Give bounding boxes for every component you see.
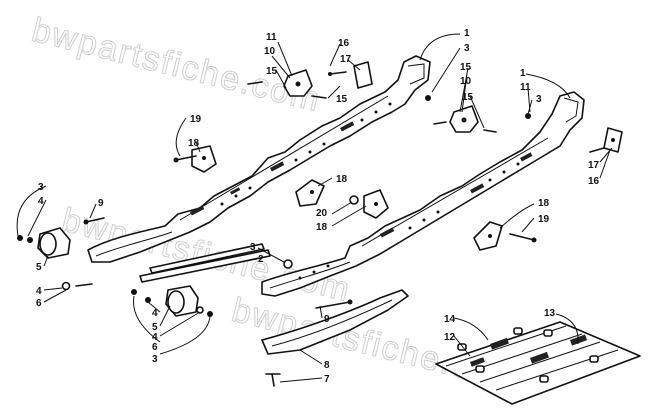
callout-label: 4 xyxy=(152,332,158,343)
callout-label: 3 xyxy=(152,354,158,365)
callout-label: 16 xyxy=(338,38,350,49)
shock-mount-right xyxy=(449,105,479,133)
stop-bracket-left xyxy=(353,61,373,89)
callout-label: 10 xyxy=(460,76,472,87)
callout-label: 2 xyxy=(258,254,264,265)
callout-label: 12 xyxy=(444,332,456,343)
mount-plate-3 xyxy=(363,189,389,219)
callout-label: 4 xyxy=(152,308,158,319)
callout-label: 17 xyxy=(340,54,352,65)
callout-label: 10 xyxy=(264,46,276,57)
callout-label: 4 xyxy=(38,196,44,207)
callout-label: 16 xyxy=(588,176,600,187)
callout-label: 3 xyxy=(536,94,542,105)
callout-label: 14 xyxy=(444,314,456,325)
callout-label: 20 xyxy=(316,208,328,219)
callout-label: 1 xyxy=(520,68,526,79)
callout-label: 6 xyxy=(152,342,158,353)
wear-strip xyxy=(261,289,409,355)
right-slide-rail xyxy=(261,91,585,297)
callout-label: 19 xyxy=(190,114,202,125)
callout-label: 15 xyxy=(460,62,472,73)
callout-label: 18 xyxy=(538,198,550,209)
callout-label: 5 xyxy=(36,262,42,273)
callout-label: 1 xyxy=(464,28,470,39)
callout-label: 4 xyxy=(36,286,42,297)
callout-label: 5 xyxy=(152,322,158,333)
callout-label: 11 xyxy=(520,82,531,93)
callout-label: 18 xyxy=(188,138,200,149)
callout-label: 8 xyxy=(324,360,330,371)
front-axle-housing xyxy=(37,227,71,259)
callout-label: 15 xyxy=(266,66,278,77)
callout-labels: 1 1 2 3 3 3 3 3 4 4 4 4 5 5 6 6 7 8 9 9 … xyxy=(36,28,600,385)
watermark-text: bwpartsfiche.com xyxy=(28,11,325,120)
callout-label: 3 xyxy=(38,182,44,193)
callout-label: 9 xyxy=(98,198,104,209)
callout-label: 13 xyxy=(544,308,556,319)
callout-label: 11 xyxy=(266,32,277,43)
callout-label: 17 xyxy=(588,160,600,171)
stop-bracket-right xyxy=(603,127,623,153)
callout-label: 15 xyxy=(336,94,348,105)
callout-label: 7 xyxy=(324,374,330,385)
rear-axle-housing xyxy=(165,285,199,317)
fasteners xyxy=(17,71,605,387)
callout-label: 9 xyxy=(324,314,330,325)
mount-plate-1 xyxy=(191,145,217,173)
callout-label: 6 xyxy=(36,298,42,309)
mount-plate-2 xyxy=(295,179,325,207)
callout-label: 19 xyxy=(538,214,550,225)
callout-label: 18 xyxy=(316,222,328,233)
callout-label: 18 xyxy=(336,174,348,185)
callout-label: 15 xyxy=(462,92,474,103)
mount-plate-4 xyxy=(473,221,503,251)
callout-label: 3 xyxy=(464,43,470,54)
leader-lines xyxy=(16,33,613,383)
cross-shafts xyxy=(139,243,271,283)
track-section xyxy=(435,321,641,405)
callout-label: 3 xyxy=(250,242,256,253)
left-slide-rail xyxy=(87,55,431,263)
shock-mount-left xyxy=(283,69,313,97)
